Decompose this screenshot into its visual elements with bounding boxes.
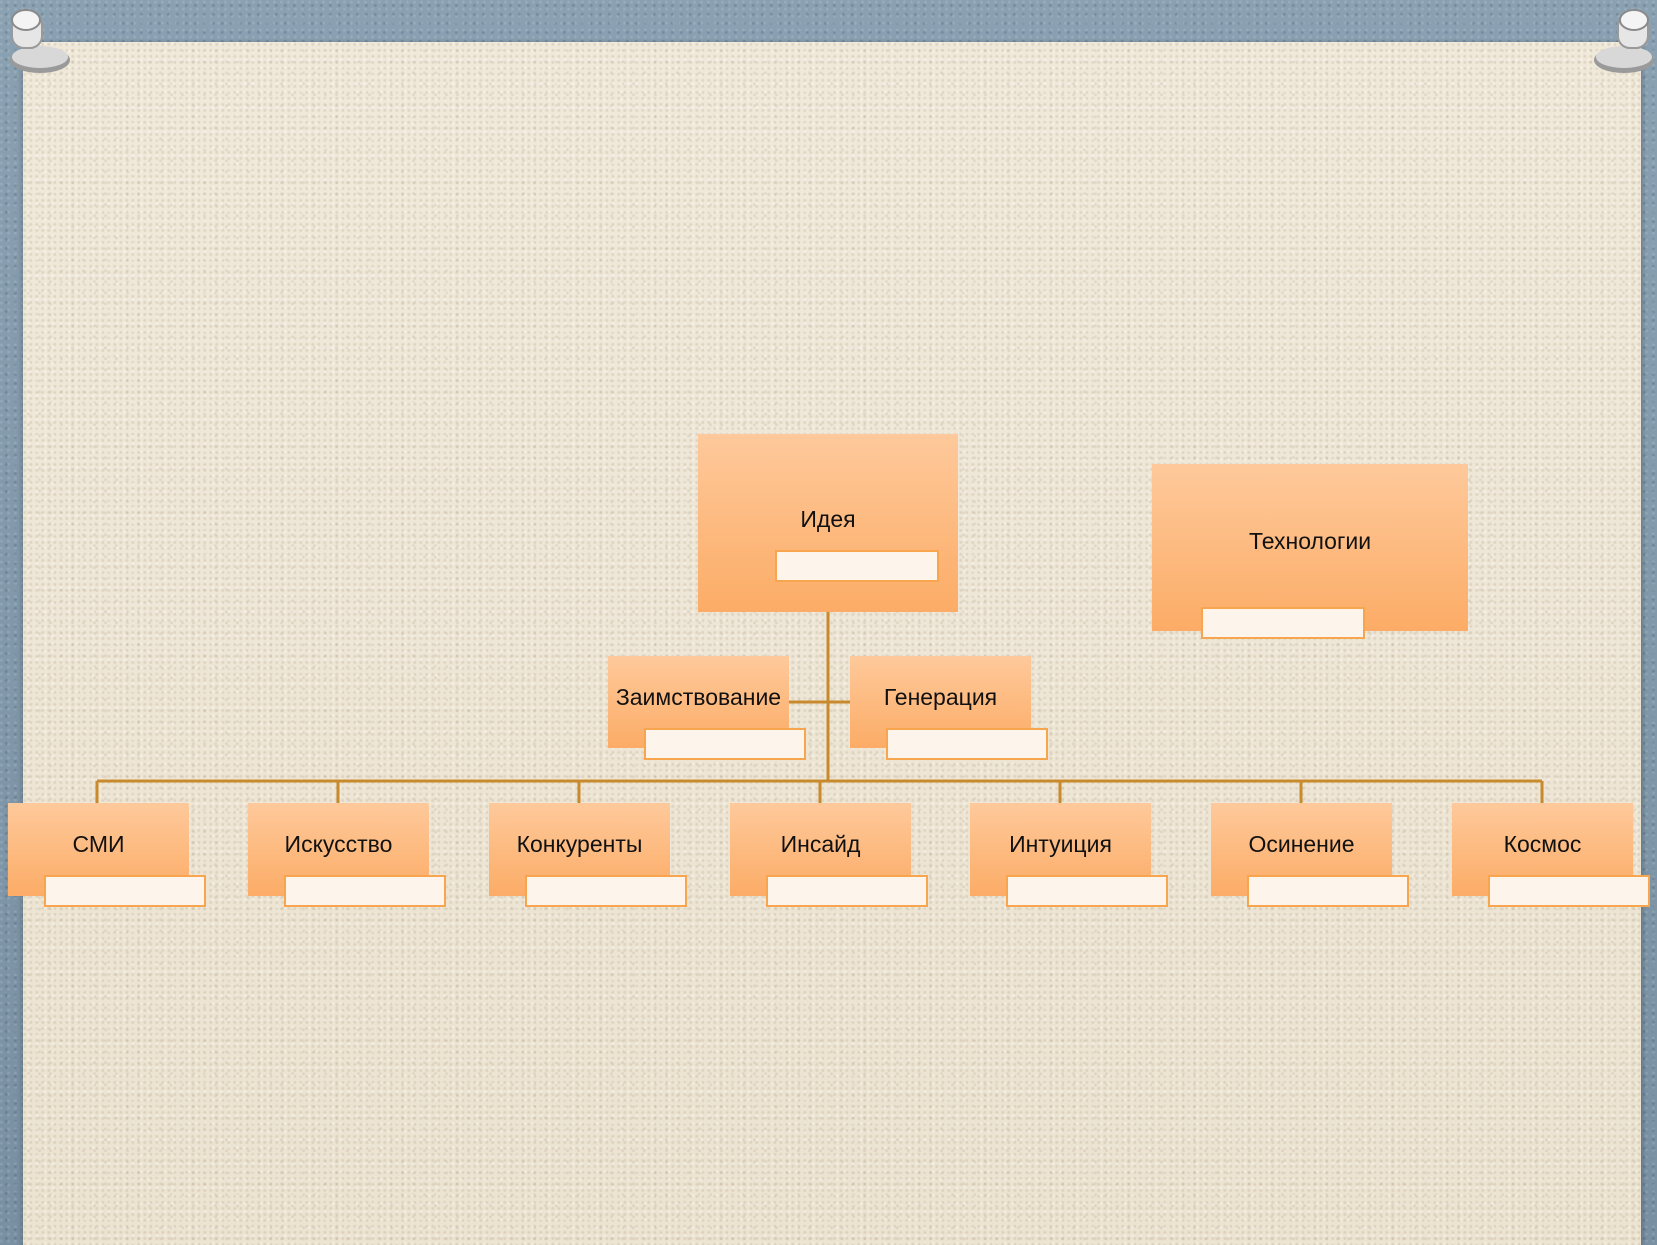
node-level3-subtitle-box: [1006, 875, 1168, 907]
node-level3-label: Искусство: [285, 831, 393, 858]
node-level3-subtitle-box: [525, 875, 687, 907]
node-level3-label: СМИ: [72, 831, 124, 858]
node-level3-subtitle-box: [284, 875, 446, 907]
node-root-subtitle-box: [775, 550, 939, 582]
node-level3-subtitle-box: [1247, 875, 1409, 907]
node-side-subtitle-box: [1201, 607, 1365, 639]
node-level2-subtitle-box: [644, 728, 806, 760]
node-level3-label: Космос: [1504, 831, 1582, 858]
node-level3-label: Интуиция: [1009, 831, 1112, 858]
node-side-box: Технологии: [1152, 464, 1468, 631]
node-level3-subtitle-box: [1488, 875, 1650, 907]
node-level2-label: Заимствование: [616, 684, 781, 711]
slide-paper: [23, 42, 1641, 1245]
node-level3-subtitle-box: [44, 875, 206, 907]
pushpin-icon: [2, 6, 72, 78]
node-level3-label: Конкуренты: [517, 831, 643, 858]
node-side-label: Технологии: [1249, 528, 1371, 555]
node-level2-subtitle-box: [886, 728, 1048, 760]
node-root-label: Идея: [800, 506, 855, 533]
node-level3-label: Инсайд: [781, 831, 861, 858]
node-level3-subtitle-box: [766, 875, 928, 907]
node-level2-label: Генерация: [884, 684, 997, 711]
pushpin-icon: [1588, 6, 1657, 78]
node-root-box: Идея: [698, 434, 958, 612]
node-level3-label: Осинение: [1248, 831, 1354, 858]
